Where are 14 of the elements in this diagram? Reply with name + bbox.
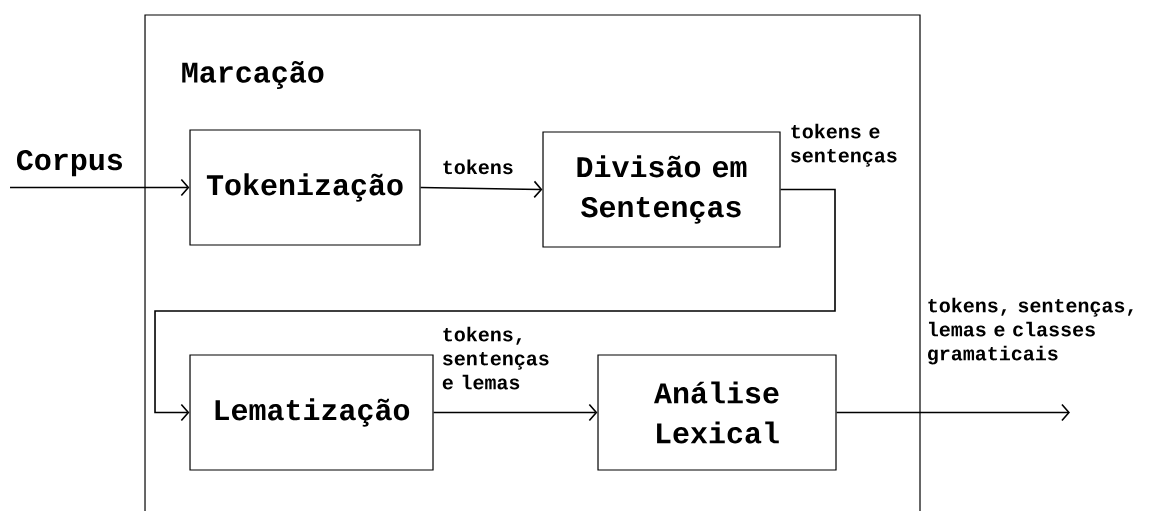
process-box: Análise Lexical (597, 354, 837, 471)
arrow (419, 180, 543, 199)
arrow (154, 188, 836, 422)
edge-label: tokens, sentenças, lemas e classes gramaticais (928, 297, 1133, 365)
arrow (432, 403, 598, 422)
process-box: Tokenização (189, 129, 421, 246)
edge-label: tokens, sentenças e lemas (442, 326, 549, 390)
edge-label: Corpus (17, 149, 122, 177)
arrow (835, 403, 1070, 422)
process-box: Divisão em Sentenças (542, 131, 781, 248)
edge-label: tokens (443, 159, 513, 175)
arrow (9, 178, 190, 197)
process-box: Lematização (189, 354, 434, 471)
edge-label: tokens e sentenças (791, 123, 897, 167)
